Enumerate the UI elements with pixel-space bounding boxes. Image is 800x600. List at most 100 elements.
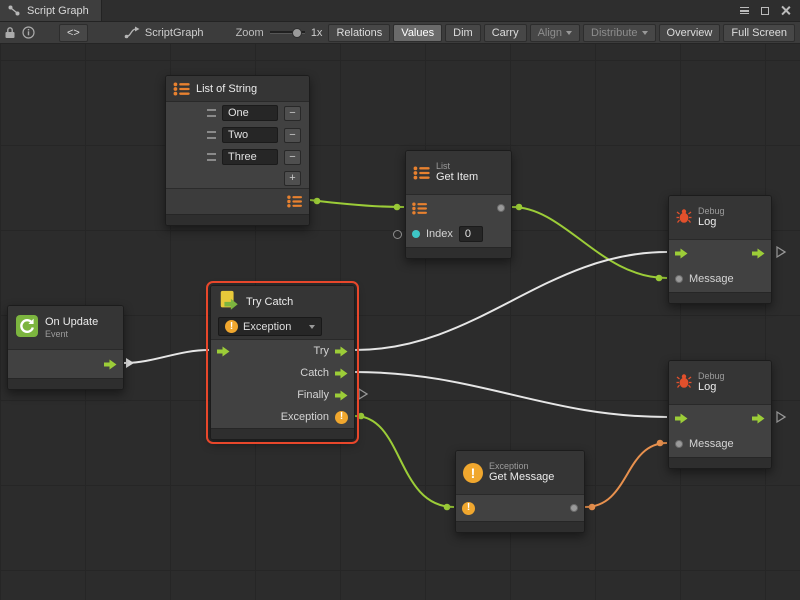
list-item-input[interactable]: One bbox=[222, 105, 278, 121]
align-label: Align bbox=[537, 26, 563, 39]
list-output-port[interactable] bbox=[287, 195, 302, 208]
overview-button[interactable]: Overview bbox=[658, 23, 721, 42]
exception-type-dropdown[interactable]: ! Exception bbox=[218, 317, 322, 336]
wire-list-to-getitem[interactable] bbox=[309, 199, 405, 208]
drag-handle-icon[interactable] bbox=[207, 109, 216, 117]
flow-in-port[interactable] bbox=[675, 413, 688, 424]
dim-label: Dim bbox=[453, 26, 473, 39]
flow-in-port[interactable] bbox=[217, 346, 230, 357]
relations-button[interactable]: Relations bbox=[328, 23, 391, 42]
node-category: List bbox=[436, 161, 451, 171]
flow-in-port[interactable] bbox=[675, 248, 688, 259]
list-item-input[interactable]: Two bbox=[222, 127, 278, 143]
wire-try-to-log[interactable] bbox=[354, 251, 668, 351]
index-input-port[interactable] bbox=[412, 230, 420, 238]
chevron-down-icon bbox=[641, 30, 648, 35]
drag-handle-icon[interactable] bbox=[207, 153, 216, 161]
node-header: List of String bbox=[166, 76, 309, 102]
message-label: Message bbox=[689, 273, 734, 285]
port-row bbox=[8, 350, 123, 378]
port-dot bbox=[655, 274, 663, 282]
node-footer bbox=[166, 214, 309, 225]
node-debug-log-bottom[interactable]: Debug Log Message bbox=[668, 360, 772, 469]
add-item-button[interactable]: + bbox=[284, 170, 301, 186]
maximize-icon[interactable] bbox=[761, 6, 769, 15]
node-footer bbox=[8, 378, 123, 389]
node-get-message[interactable]: ! Exception Get Message ! bbox=[455, 450, 585, 533]
message-input-port[interactable] bbox=[675, 275, 683, 283]
list-item-input[interactable]: Three bbox=[222, 149, 278, 165]
drag-handle-icon[interactable] bbox=[207, 131, 216, 139]
node-footer bbox=[669, 292, 771, 303]
node-debug-log-top[interactable]: Debug Log Message bbox=[668, 195, 772, 304]
zoom-value: 1x bbox=[310, 26, 323, 39]
node-list-of-string[interactable]: List of String One − Two − Three − bbox=[165, 75, 310, 226]
lock-icon[interactable] bbox=[4, 25, 16, 41]
node-on-update[interactable]: On Update Event bbox=[7, 305, 124, 390]
close-icon[interactable] bbox=[781, 6, 790, 15]
port-row: Exception ! bbox=[211, 406, 354, 428]
message-input-port[interactable] bbox=[675, 440, 683, 448]
carry-button[interactable]: Carry bbox=[483, 23, 527, 42]
port-row: ! bbox=[456, 495, 584, 521]
connection-wires bbox=[123, 197, 787, 511]
node-title: Try Catch bbox=[246, 296, 294, 308]
port-dot bbox=[357, 412, 365, 420]
remove-item-button[interactable]: − bbox=[284, 127, 301, 143]
script-graph-icon bbox=[124, 25, 140, 41]
chevron-down-icon bbox=[309, 324, 315, 329]
code-preview-button[interactable]: <> bbox=[59, 23, 88, 42]
titlebar[interactable]: Script Graph bbox=[0, 0, 800, 22]
index-input[interactable]: 0 bbox=[458, 226, 483, 242]
warning-icon: ! bbox=[463, 462, 483, 483]
wire-catch-to-log[interactable] bbox=[354, 371, 668, 418]
flow-out-port[interactable] bbox=[752, 413, 765, 424]
flow-indicator-icon bbox=[776, 410, 787, 424]
toolbar-buttons: Relations Values Dim Carry Align Distrib… bbox=[328, 23, 796, 42]
node-get-item[interactable]: List Get Item Index 0 bbox=[393, 150, 512, 259]
node-footer bbox=[456, 521, 584, 532]
distribute-label: Distribute bbox=[591, 26, 638, 39]
list-input-port[interactable] bbox=[412, 202, 427, 215]
dim-button[interactable]: Dim bbox=[445, 23, 481, 42]
wire-exception-to-getmessage[interactable] bbox=[354, 415, 455, 508]
tab-script-graph[interactable]: Script Graph bbox=[0, 0, 102, 21]
tab-title: Script Graph bbox=[27, 4, 89, 17]
distribute-button[interactable]: Distribute bbox=[583, 23, 656, 42]
remove-item-button[interactable]: − bbox=[284, 149, 301, 165]
window-controls bbox=[740, 0, 800, 21]
list-add-row: + bbox=[166, 168, 309, 188]
index-label: Index bbox=[426, 228, 453, 240]
exception-output-port[interactable]: ! bbox=[335, 410, 348, 424]
graph-canvas[interactable]: List of String One − Two − Three − bbox=[0, 44, 800, 600]
port-row: Index 0 bbox=[406, 221, 511, 247]
align-button[interactable]: Align bbox=[529, 23, 581, 42]
wire-onupdate-to-trycatch[interactable] bbox=[123, 349, 210, 364]
catch-flow-out-port[interactable] bbox=[335, 368, 348, 379]
finally-flow-out-port[interactable] bbox=[335, 390, 348, 401]
list-icon bbox=[173, 81, 190, 96]
zoom-slider-track bbox=[269, 31, 305, 34]
exception-input-port[interactable]: ! bbox=[462, 501, 475, 515]
port-dot bbox=[313, 197, 321, 205]
values-button[interactable]: Values bbox=[393, 23, 443, 42]
remove-item-button[interactable]: − bbox=[284, 105, 301, 121]
info-icon[interactable] bbox=[22, 25, 35, 41]
node-title: On Update bbox=[45, 316, 99, 328]
wire-getmessage-to-log-message[interactable] bbox=[584, 442, 668, 508]
flow-out-port[interactable] bbox=[752, 248, 765, 259]
item-output-port[interactable] bbox=[497, 204, 505, 212]
node-try-catch[interactable]: Try Catch ! Exception Try bbox=[206, 281, 359, 444]
try-flow-out-port[interactable] bbox=[335, 346, 348, 357]
window-menu-icon[interactable] bbox=[740, 7, 749, 14]
catch-port-label: Catch bbox=[300, 367, 329, 379]
try-port-label: Try bbox=[313, 345, 329, 357]
zoom-slider[interactable] bbox=[269, 24, 305, 42]
wire-getitem-to-log-message[interactable] bbox=[511, 206, 668, 279]
port-dot bbox=[515, 203, 523, 211]
zoom-slider-knob[interactable] bbox=[291, 27, 302, 38]
message-output-port[interactable] bbox=[570, 504, 578, 512]
full-screen-button[interactable]: Full Screen bbox=[723, 23, 795, 42]
flow-out-port[interactable] bbox=[104, 359, 117, 370]
port-dot bbox=[656, 439, 664, 447]
